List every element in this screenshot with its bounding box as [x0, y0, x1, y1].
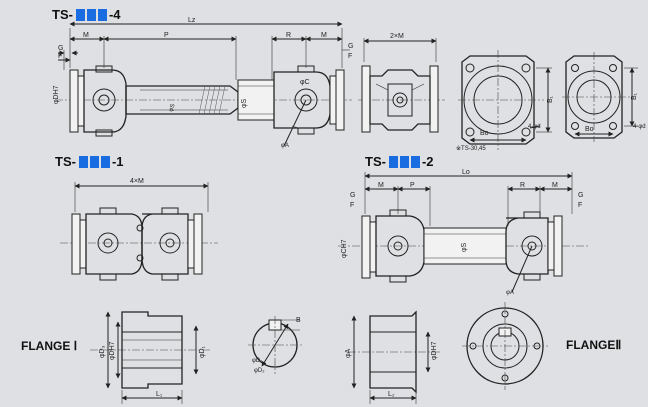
svg-text:φA: φA [345, 348, 352, 358]
svg-text:φC: φC [300, 79, 310, 86]
flange2-section: φA φDH7 L₂ [345, 310, 440, 404]
flange2-label: FLANGEⅡ [566, 338, 622, 352]
flange1-section: φD₃ φDH7 φD₁ L₁ [90, 311, 210, 404]
svg-text:φD₃: φD₃ [99, 345, 106, 358]
model-code-block [388, 155, 398, 168]
model-code-block [97, 8, 107, 21]
svg-text:φS: φS [168, 103, 176, 112]
svg-text:φA: φA [281, 143, 289, 149]
model-code-block [75, 8, 85, 21]
svg-text:P: P [164, 32, 169, 39]
svg-text:F: F [350, 202, 354, 209]
svg-text:φS: φS [241, 98, 248, 108]
svg-text:φDH7: φDH7 [53, 85, 60, 104]
flange-face-2: B₁ Bo 4-φd [562, 52, 646, 142]
svg-text:G: G [578, 192, 583, 199]
svg-text:M: M [552, 182, 558, 189]
svg-text:4-φd: 4-φd [528, 124, 541, 130]
svg-text:M: M [321, 32, 327, 39]
svg-text:φCH7: φCH7 [341, 239, 348, 258]
flange-face-1: B₁ Bo 4-φd ※TS-30,45 [456, 50, 554, 152]
heading-ts2: TS- -2 [365, 154, 434, 169]
svg-text:L₁: L₁ [156, 391, 163, 398]
ts2-shaft-drawing: Lo M P R M G F G F [338, 169, 590, 296]
svg-text:M: M [378, 182, 384, 189]
side-view-2xm: 2×M [358, 33, 445, 133]
model-code-block [399, 155, 409, 168]
svg-text:B₁: B₁ [631, 92, 638, 100]
model-code-block [100, 155, 110, 168]
svg-text:G: G [348, 43, 353, 50]
heading-ts4: TS- -4 [52, 7, 121, 22]
svg-text:φS: φS [461, 242, 468, 252]
svg-text:φDH7: φDH7 [431, 341, 438, 360]
ts4-shaft-drawing: φS φS φA φDH7 φC Lz [53, 17, 353, 149]
svg-text:M: M [83, 32, 89, 39]
model-code-block [86, 8, 96, 21]
svg-text:F: F [348, 53, 352, 60]
svg-text:φDH7: φDH7 [109, 341, 116, 360]
svg-text:Lo: Lo [462, 169, 470, 176]
svg-text:φD₂: φD₂ [254, 368, 265, 374]
svg-text:※TS-30,45: ※TS-30,45 [456, 145, 486, 152]
svg-text:4-φd: 4-φd [633, 124, 646, 130]
model-code-block [78, 155, 88, 168]
svg-text:P: P [410, 182, 415, 189]
flange1-label: FLANGE Ⅰ [21, 339, 78, 353]
ts1-shaft-drawing: 4×M [60, 178, 218, 281]
svg-text:Lz: Lz [188, 17, 196, 24]
heading-ts1: TS- -1 [55, 154, 124, 169]
svg-text:Bo: Bo [585, 126, 594, 133]
svg-text:R: R [520, 182, 525, 189]
svg-text:F: F [578, 202, 582, 209]
svg-text:G: G [58, 45, 63, 52]
svg-text:φD₁: φD₁ [252, 358, 262, 364]
svg-text:φD₁: φD₁ [199, 345, 206, 358]
model-code-block [410, 155, 420, 168]
svg-text:4×M: 4×M [130, 178, 144, 185]
svg-text:R: R [286, 32, 291, 39]
svg-text:2×M: 2×M [390, 33, 404, 40]
svg-text:Bo: Bo [480, 130, 489, 137]
svg-text:φA: φA [506, 290, 514, 296]
flange2-face [462, 302, 548, 390]
model-code-block [89, 155, 99, 168]
keyed-shaft-section: B φD₁ φD₂ [248, 316, 302, 374]
svg-text:L₂: L₂ [388, 391, 395, 398]
svg-text:G: G [350, 192, 355, 199]
svg-text:F: F [58, 53, 62, 60]
svg-text:B₁: B₁ [547, 95, 554, 103]
svg-text:B: B [296, 317, 301, 324]
